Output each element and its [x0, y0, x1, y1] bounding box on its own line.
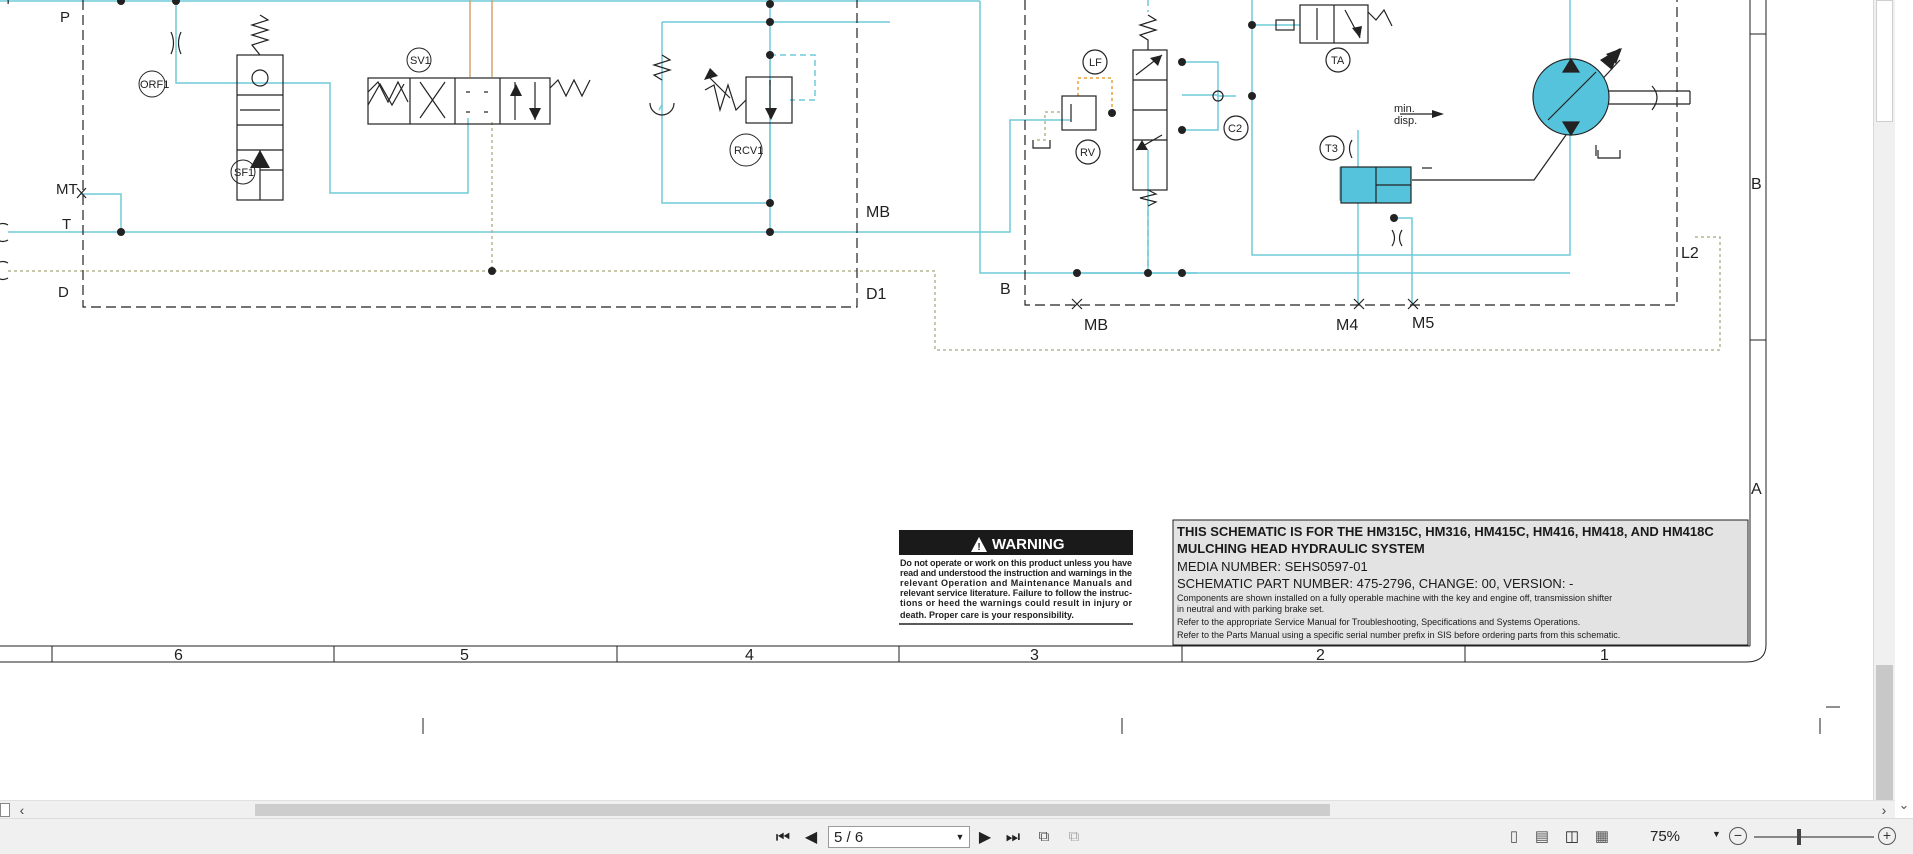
- label-C2: C2: [1228, 123, 1242, 135]
- zone-B: B: [1751, 176, 1762, 193]
- zoom-out-icon[interactable]: −: [1729, 827, 1747, 845]
- horizontal-scroll-thumb[interactable]: [255, 804, 1330, 816]
- label-P: P: [60, 9, 70, 26]
- label-circles: [138, 47, 763, 185]
- warning-line-6: death. Proper care is your responsibilit…: [900, 610, 1074, 620]
- zoom-slider-track[interactable]: [1754, 836, 1874, 838]
- label-L2: L2: [1681, 245, 1699, 262]
- chevron-down-icon[interactable]: ⌄: [1898, 797, 1910, 812]
- title-line-2: MULCHING HEAD HYDRAULIC SYSTEM: [1177, 541, 1425, 556]
- solenoid-pilot-lines: [469, 0, 493, 77]
- vertical-scrollbar[interactable]: [1873, 0, 1895, 800]
- label-ORF1: ORF1: [140, 79, 169, 91]
- flow-arrows: [250, 26, 1622, 168]
- loop-flush-pilot: [1077, 77, 1113, 113]
- warning-line-1: Do not operate or work on this product u…: [900, 558, 1132, 568]
- note-line-3: Refer to the appropriate Service Manual …: [1177, 617, 1580, 627]
- column-5: 5: [460, 647, 469, 664]
- single-page-icon[interactable]: ▯: [1509, 828, 1519, 845]
- label-T3: T3: [1325, 143, 1338, 155]
- previous-view-icon[interactable]: ⧉: [1038, 828, 1050, 845]
- components: [0, 0, 1691, 310]
- column-4: 4: [745, 647, 754, 664]
- label-T: T: [62, 216, 71, 233]
- svg-text:!: !: [977, 542, 980, 553]
- note-line-2: in neutral and with parking brake set.: [1177, 604, 1324, 614]
- junction-dots: [117, 0, 1398, 277]
- filled-components: [1340, 57, 1610, 204]
- title-line-1: THIS SCHEMATIC IS FOR THE HM315C, HM316,…: [1177, 524, 1714, 539]
- last-page-icon[interactable]: ⏭: [1005, 829, 1021, 846]
- cover-page-icon[interactable]: ▦: [1594, 828, 1610, 845]
- warning-box: ! WARNING Do not operate or work on this…: [899, 530, 1133, 625]
- status-bar: ⏮ ◀ ▼ ▶ ⏭ ⧉ ⧉ ▯ ▤ ◫ ▦ 75% ▼ − +: [0, 818, 1913, 854]
- document-canvas[interactable]: P MT T D MB D1 B MB M4 M5 L2 ORF1 SF1 SV…: [0, 0, 1873, 800]
- next-page-icon[interactable]: ▶: [978, 829, 992, 846]
- column-6: 6: [174, 647, 183, 664]
- schematic-part-number: SCHEMATIC PART NUMBER: 475-2796, CHANGE:…: [1177, 576, 1573, 591]
- label-min: min.: [1394, 103, 1415, 115]
- column-2: 2: [1316, 647, 1325, 664]
- previous-page-icon[interactable]: ◀: [804, 829, 818, 846]
- label-MB-bottom: MB: [1084, 317, 1108, 334]
- label-D: D: [58, 284, 69, 301]
- hydraulic-schematic: P MT T D MB D1 B MB M4 M5 L2 ORF1 SF1 SV…: [0, 0, 1840, 734]
- warning-line-2: read and understood the instruction and …: [900, 568, 1132, 578]
- label-SV1: SV1: [410, 55, 431, 67]
- label-MT: MT: [56, 181, 78, 198]
- label-B: B: [1000, 281, 1011, 298]
- zone-A: A: [1751, 481, 1762, 498]
- drawing-frame: [0, 0, 1840, 734]
- schematic-labels: P MT T D MB D1 B MB M4 M5 L2 ORF1 SF1 SV…: [56, 9, 1762, 664]
- vertical-scroll-thumb-top[interactable]: [1876, 0, 1893, 122]
- label-LF: LF: [1089, 57, 1102, 69]
- vertical-scroll-thumb[interactable]: [1876, 665, 1893, 800]
- horizontal-scrollbar[interactable]: ‹ ›: [0, 800, 1895, 818]
- pilot-lines: [770, 0, 1149, 273]
- chevron-right-icon[interactable]: ›: [1881, 802, 1887, 818]
- warning-line-4: relevant service literature. Failure to …: [900, 588, 1132, 598]
- note-line-4: Refer to the Parts Manual using a specif…: [1177, 630, 1620, 640]
- label-M5: M5: [1412, 315, 1434, 332]
- zoom-level[interactable]: 75%: [1650, 828, 1681, 845]
- zoom-dropdown-icon[interactable]: ▼: [1712, 829, 1721, 839]
- first-page-icon[interactable]: ⏮: [775, 829, 791, 846]
- page-dropdown-icon[interactable]: ▼: [955, 832, 965, 842]
- label-RV: RV: [1080, 147, 1096, 159]
- column-3: 3: [1030, 647, 1039, 664]
- warning-title: WARNING: [992, 536, 1065, 553]
- label-SF1: SF1: [234, 167, 254, 179]
- media-number: MEDIA NUMBER: SEHS0597-01: [1177, 559, 1368, 574]
- label-RCV1: RCV1: [734, 145, 763, 157]
- facing-pages-icon[interactable]: ◫: [1564, 828, 1580, 845]
- page-number-input[interactable]: [828, 826, 970, 848]
- warning-line-5: tions or heed the warnings could result …: [900, 598, 1132, 608]
- continuous-page-icon[interactable]: ▤: [1534, 828, 1550, 845]
- label-disp: disp.: [1394, 115, 1417, 127]
- label-D1: D1: [866, 286, 887, 303]
- zoom-slider-thumb[interactable]: [1797, 829, 1801, 845]
- next-view-icon[interactable]: ⧉: [1068, 828, 1080, 845]
- column-1: 1: [1600, 647, 1609, 664]
- component-boundaries: [82, 0, 1678, 308]
- label-M4: M4: [1336, 317, 1358, 334]
- chevron-left-icon[interactable]: ‹: [19, 802, 25, 818]
- label-TA: TA: [1331, 55, 1345, 67]
- zoom-in-icon[interactable]: +: [1878, 827, 1896, 845]
- drain-lines: [8, 111, 1721, 351]
- label-MB: MB: [866, 204, 890, 221]
- scroll-corner: [0, 803, 10, 817]
- title-block: THIS SCHEMATIC IS FOR THE HM315C, HM316,…: [1172, 519, 1749, 646]
- warning-line-3: relevant Operation and Maintenance Manua…: [900, 578, 1132, 588]
- note-line-1: Components are shown installed on a full…: [1177, 593, 1612, 603]
